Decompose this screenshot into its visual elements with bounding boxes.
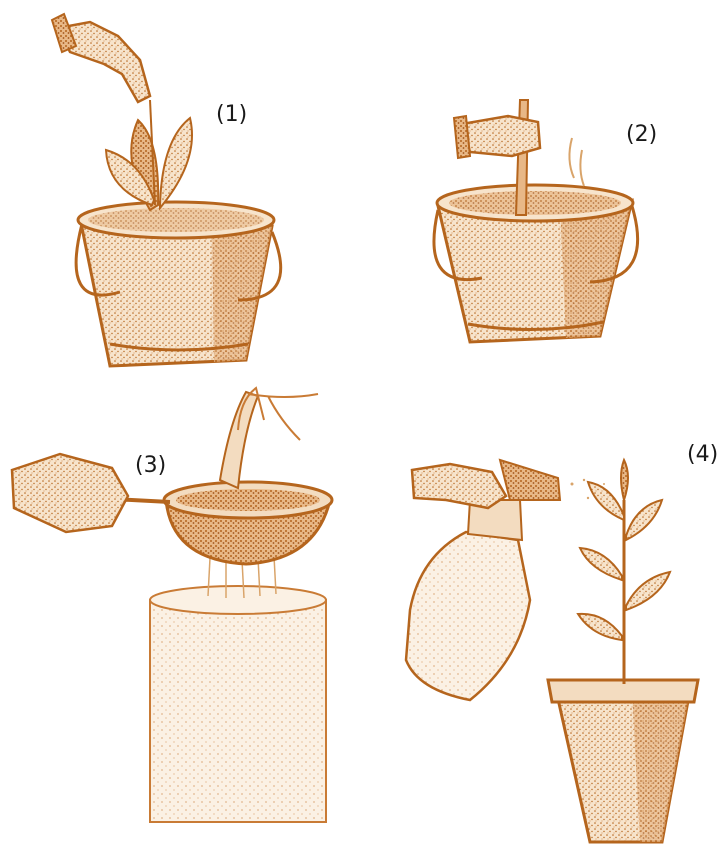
step-2-illustration — [434, 100, 638, 342]
step-label-1: (1) — [216, 104, 247, 126]
hand-icon — [412, 464, 506, 508]
step-4-illustration — [406, 460, 698, 842]
step-label-2: (2) — [626, 124, 657, 146]
leaves-bunch-icon — [106, 100, 192, 210]
pouring-stream — [220, 392, 258, 488]
step-3-illustration — [12, 388, 332, 822]
hand-icon — [12, 454, 128, 532]
hand-icon — [52, 14, 150, 102]
plant-icon — [578, 460, 670, 684]
collection-container — [150, 600, 326, 822]
step-1-illustration — [52, 14, 281, 366]
step-label-4: (4) — [687, 444, 718, 466]
hand-icon — [454, 116, 540, 158]
step-label-3: (3) — [135, 455, 166, 477]
